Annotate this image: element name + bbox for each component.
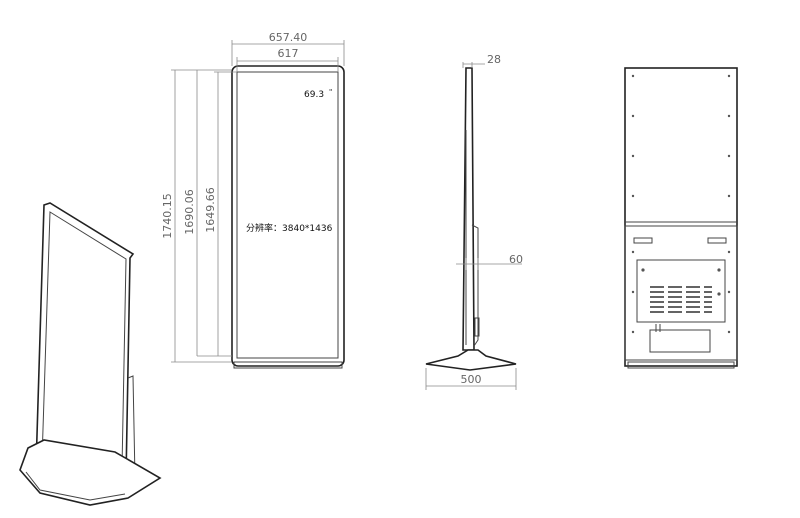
height-2-label: 1690.06	[183, 189, 196, 235]
height-3-label: 1649.66	[204, 187, 217, 233]
io-bracket	[649, 329, 711, 353]
front-screen	[236, 71, 339, 359]
front-base	[233, 361, 343, 369]
dim-screen-width: 617	[236, 47, 339, 72]
rear-view	[624, 67, 738, 369]
base-depth-label: 500	[461, 373, 482, 386]
side-view	[425, 62, 517, 371]
dim-thickness: 28	[463, 53, 501, 66]
rear-panel	[624, 225, 738, 361]
perspective-view	[19, 202, 162, 506]
screen-diagonal: 69.3"	[304, 88, 332, 100]
handle-left	[633, 237, 653, 244]
vent-panel	[636, 259, 726, 323]
rear-screws	[631, 74, 731, 334]
front-view	[231, 65, 345, 369]
overall-width-label: 657.40	[269, 31, 308, 44]
front-frame	[231, 65, 345, 367]
dim-total-height: 1740.15	[161, 69, 232, 363]
dim-height-3: 1649.66	[204, 71, 237, 356]
screen-width-label: 617	[278, 47, 299, 60]
handle-right	[707, 237, 727, 244]
thickness-label: 28	[487, 53, 501, 66]
total-height-label: 1740.15	[161, 193, 174, 239]
dim-height-2: 1690.06	[183, 70, 232, 357]
dim-stand-offset: 60	[456, 253, 523, 270]
dim-overall-width: 657.40	[231, 31, 345, 66]
vent-slots	[650, 286, 712, 313]
dim-base-depth: 500	[425, 368, 517, 390]
rear-frame	[624, 67, 738, 367]
resolution-text: 分辨率：3840*1436	[246, 222, 333, 234]
stand-offset-label: 60	[509, 253, 523, 266]
side-connector	[474, 317, 480, 337]
